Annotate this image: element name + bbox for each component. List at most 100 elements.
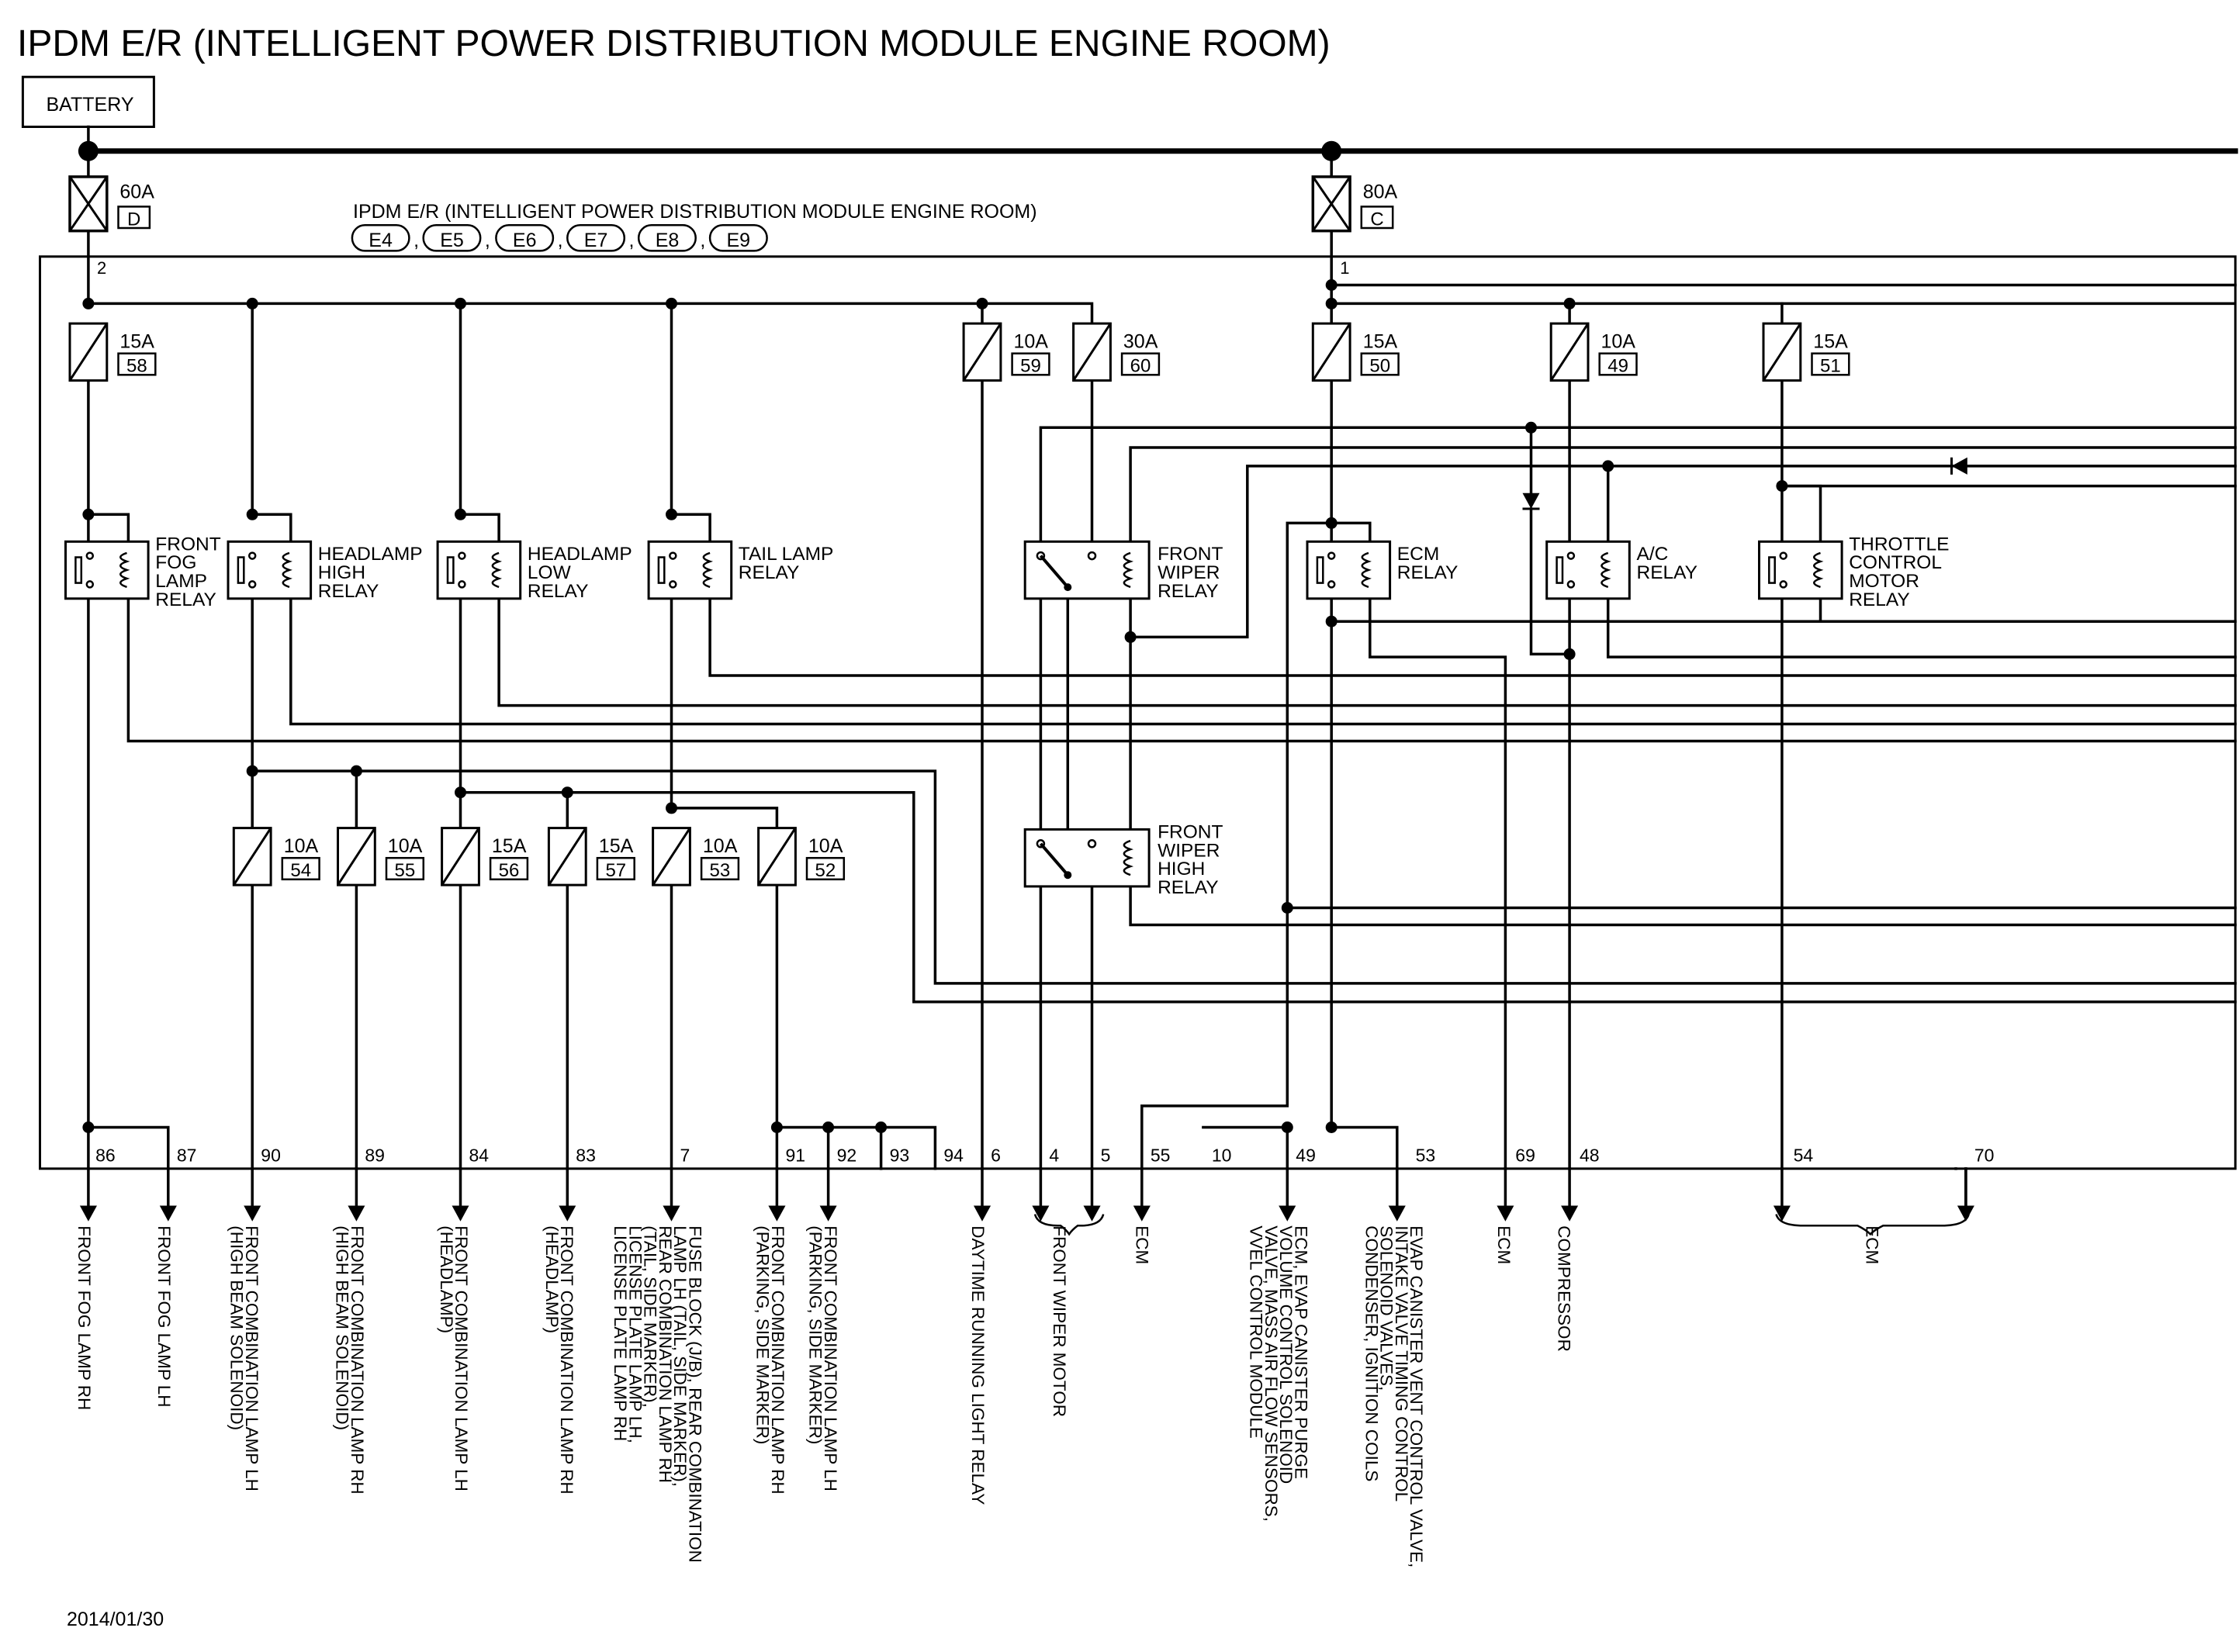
fuse-rating: 15A [599,835,634,857]
terminal-number: 92 [837,1146,857,1166]
terminal-number: 94 [943,1146,964,1166]
relay-pivot [1064,871,1072,880]
fuse-number-box [700,856,740,881]
relay-coil [119,551,130,589]
wire [87,1125,170,1170]
relay-contact [458,580,466,589]
fuse-number-box [1811,352,1850,376]
relay-contact-bar [657,556,666,584]
destination-label: FRONT COMBINATION LAMP RH [768,1225,787,1494]
terminal-arrow [1388,1205,1406,1222]
fuse-number-box [1120,352,1161,376]
terminal-number: 4 [1049,1146,1059,1166]
relay-coil [491,551,503,589]
relay-box [227,540,313,600]
fuse-number: 60 [1130,356,1151,377]
fusible-link-cross [68,176,109,232]
destination-label: (PARKING, SIDE MARKER) [806,1225,825,1444]
connector-separator: , [700,230,705,251]
destination-label: (HEADLAMP) [437,1225,456,1333]
terminal-number: 54 [1794,1146,1814,1166]
wire [459,790,2237,1004]
terminal-arrow [1032,1205,1050,1222]
wire [1330,597,2237,623]
wire [1129,883,2237,927]
fuse-number-box [805,856,846,881]
relay-label: HIGH [1158,859,1205,880]
relay-contact-bar [446,556,455,584]
relay-box [647,540,733,600]
relay-box [436,540,522,600]
connector-label: E5 [440,230,464,251]
fuse-number: 54 [290,860,311,881]
connector-oval [495,224,555,252]
relay-label: WIPER [1158,840,1220,861]
destination-label: LICENSE PLATE LAMP LH, [625,1225,645,1443]
wire [1529,507,1571,656]
junction-dot [1325,517,1338,529]
junction-dot [246,297,258,309]
connector-label: E8 [656,230,680,251]
wires [85,125,2238,1208]
terminal-number: 90 [261,1146,281,1166]
terminal-number: 7 [680,1146,690,1166]
terminal-number: 53 [1416,1146,1436,1166]
relay-label: CONTROL [1849,552,1942,573]
fuse-number-box [1598,352,1638,376]
junction-dots [78,140,1788,1133]
destination-label: ECM [1494,1225,1514,1264]
fuse-rating: 10A [1014,330,1049,352]
junction-dot [246,508,258,520]
terminal-number: 69 [1515,1146,1535,1166]
relay-box [1545,540,1631,600]
connector-oval [351,224,410,252]
relay-label: MOTOR [1849,571,1919,592]
destination-label: INTAKE VALVE TIMING CONTROL [1392,1225,1411,1502]
relay-coil [1813,551,1824,589]
junction-dot [1325,297,1338,309]
destination-label: FRONT COMBINATION LAMP LH [242,1225,261,1491]
junction-dot [561,786,573,799]
fuse-number: 52 [815,860,836,881]
wire [126,597,2237,743]
fusible-link-rating: 60A [119,181,154,202]
relay-contact-bar [74,556,83,584]
relay-label: RELAY [155,589,216,610]
relay-box [64,540,150,600]
relay-label: RELAY [739,562,800,583]
terminal-arrow [1497,1205,1514,1222]
relay-contact-bar [1556,556,1564,584]
wire [670,513,711,544]
destination-label: FRONT COMBINATION LAMP RH [557,1225,576,1494]
fuse-slash [337,827,376,886]
terminal-number: 55 [1151,1146,1171,1166]
fuse-number: 51 [1820,356,1841,377]
junction-dot [1325,1121,1338,1133]
destination-label: LICENSE PLATE LAMP RH [611,1225,630,1441]
connector-separator: , [558,230,563,251]
junction-dot [455,508,466,520]
relay-label: A/C [1637,544,1669,565]
connector-oval [422,224,482,252]
terminal-arrow [159,1205,177,1222]
fuse-number-box [1360,352,1400,376]
relay-label: LOW [528,562,572,583]
wire [670,807,779,830]
terminal-arrow [768,1205,786,1222]
destination-label: SOLENOID VALVES, [1377,1225,1396,1391]
terminal-number: 84 [469,1146,490,1166]
fuse-slash [652,827,691,886]
destination-label: LAMP LH (TAIL, SIDE MARKER), [670,1225,690,1487]
relay-switch-arm [1039,555,1069,589]
relay-coil [702,551,714,589]
terminal-number: 93 [890,1146,910,1166]
relay-contact [669,551,677,560]
destination-label: EVAP CANISTER VENT CONTROL VALVE, [1407,1225,1426,1567]
relay-contact [247,580,257,589]
fuse-number: 59 [1020,356,1041,377]
fuse-number-box [1011,352,1050,376]
relay-contact [85,580,95,589]
relay-contact [458,551,466,560]
relay-label: ECM [1397,544,1439,565]
junction-dot [1281,1121,1293,1133]
